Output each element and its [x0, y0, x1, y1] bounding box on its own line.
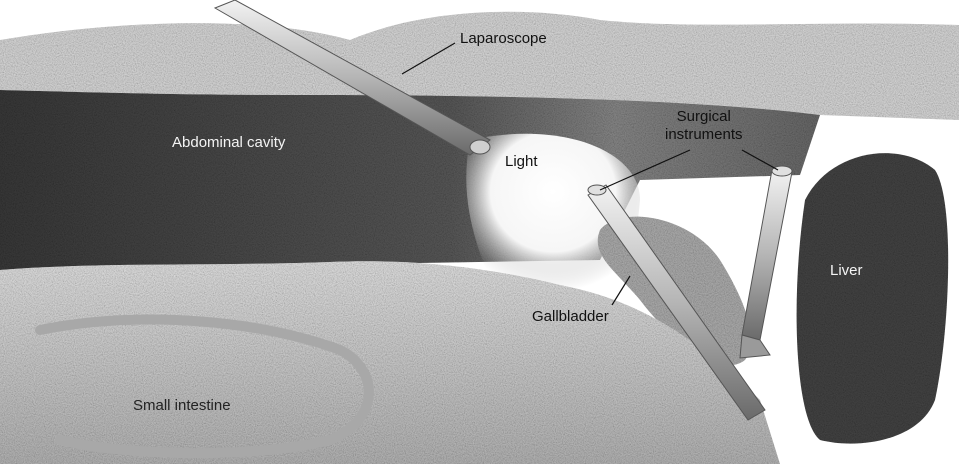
label-surgical-instruments: Surgical instruments: [665, 108, 743, 144]
label-gallbladder: Gallbladder: [532, 308, 609, 325]
label-liver: Liver: [830, 262, 863, 279]
label-laparoscope: Laparoscope: [460, 30, 547, 47]
label-surgical-line1: Surgical: [665, 108, 743, 126]
label-light: Light: [505, 153, 538, 170]
label-abdominal-cavity: Abdominal cavity: [172, 134, 285, 151]
surgical-instrument-right: [740, 166, 792, 358]
label-small-intestine: Small intestine: [133, 397, 231, 414]
liver-organ: [797, 153, 949, 443]
label-surgical-line2: instruments: [665, 126, 743, 144]
